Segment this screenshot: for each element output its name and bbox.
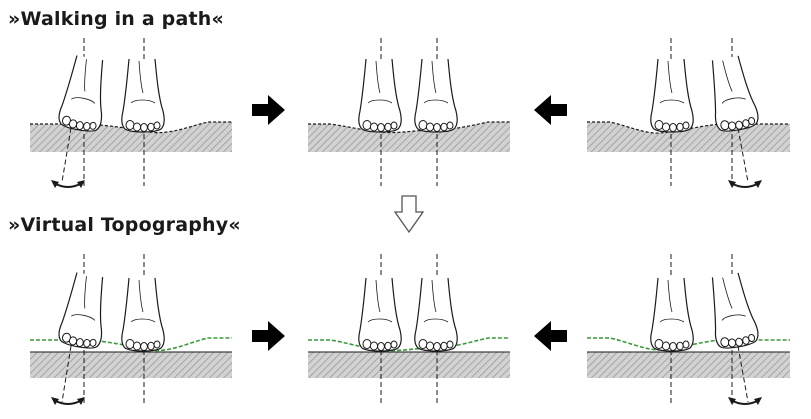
ground-block	[308, 352, 510, 378]
foot-right	[704, 270, 761, 352]
foot-right	[414, 58, 458, 133]
ground-surface-line	[308, 121, 510, 134]
foot-left	[56, 53, 113, 135]
ground-block	[587, 352, 790, 378]
curved-double-arrow-icon	[50, 396, 86, 406]
arrow-left-icon	[534, 321, 567, 351]
arrow-down-outline-icon	[393, 195, 425, 234]
arrow-right-icon	[252, 95, 285, 125]
curved-double-arrow-icon	[727, 396, 763, 406]
panel-bottom-right	[587, 254, 790, 406]
ground-block	[308, 122, 510, 152]
foot-left	[358, 58, 402, 133]
ground-surface-line	[587, 121, 790, 134]
foot-right	[414, 277, 458, 352]
foot-left	[56, 270, 113, 352]
tilt-axis-line	[737, 127, 749, 183]
foot-left	[650, 58, 694, 133]
panel-top-right	[587, 38, 790, 189]
panel-top-middle	[308, 38, 510, 186]
curved-double-arrow-icon	[727, 179, 763, 189]
ground-block	[30, 352, 232, 378]
panel-bottom-left	[30, 254, 232, 406]
panel-top-left	[30, 38, 232, 189]
tilt-axis-line	[61, 127, 72, 183]
tilt-axis-line	[737, 345, 749, 403]
foot-left	[650, 277, 694, 352]
arrow-right-icon	[252, 321, 285, 351]
section-title-walking: »Walking in a path«	[8, 8, 224, 30]
section-title-virtual-topography: »Virtual Topography«	[8, 214, 241, 236]
foot-right	[704, 53, 761, 135]
foot-right	[121, 58, 165, 133]
arrow-left-icon	[534, 95, 567, 125]
virtual-surface-line	[308, 337, 510, 352]
curved-double-arrow-icon	[50, 179, 86, 189]
foot-right	[121, 277, 165, 352]
foot-left	[358, 277, 402, 352]
tilt-axis-line	[61, 345, 72, 403]
panel-bottom-middle	[308, 254, 510, 404]
